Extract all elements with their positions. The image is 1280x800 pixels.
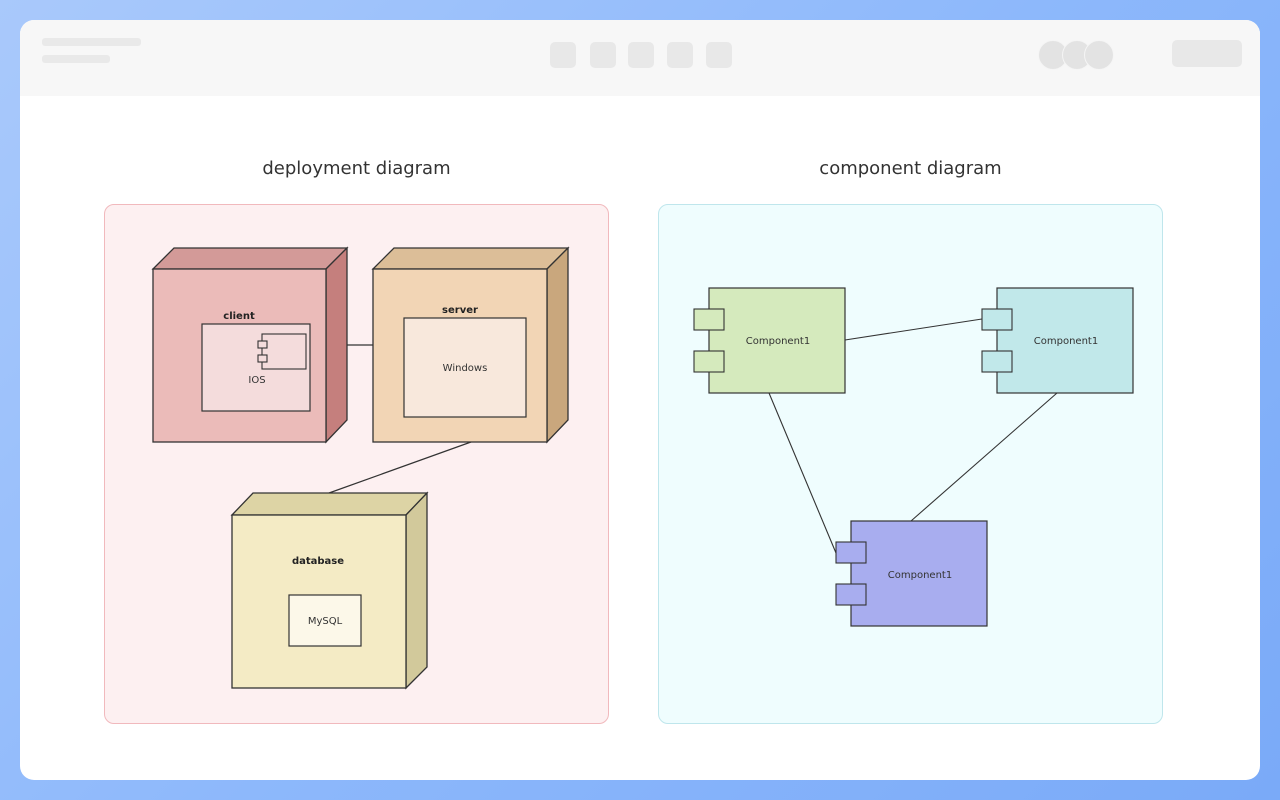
- mysql-label: MySQL: [308, 616, 343, 627]
- server-database-connector: [328, 441, 472, 494]
- server-label: server: [442, 305, 478, 316]
- toolbar-button-4[interactable]: [667, 42, 693, 68]
- database-label: database: [292, 556, 344, 567]
- component-2[interactable]: Component1: [981, 287, 1134, 394]
- toolbar-button-5[interactable]: [706, 42, 732, 68]
- component-port: [693, 350, 725, 373]
- component-1-label: Component1: [746, 336, 810, 347]
- windows-component[interactable]: Windows: [403, 317, 527, 418]
- app-window: deployment diagram component diagram cli…: [20, 20, 1260, 780]
- toolbar-button-1[interactable]: [550, 42, 576, 68]
- component-3[interactable]: Component1: [835, 520, 988, 627]
- component-2-label: Component1: [1034, 336, 1098, 347]
- client-label: client: [223, 311, 255, 322]
- database-node[interactable]: database MySQL: [230, 491, 429, 690]
- deployment-title: deployment diagram: [262, 158, 451, 179]
- c1-c2-connector: [844, 318, 983, 341]
- client-node[interactable]: client IOS: [151, 246, 349, 444]
- component-port: [981, 308, 1013, 331]
- top-toolbar: [20, 20, 1260, 96]
- mysql-component[interactable]: MySQL: [288, 594, 362, 647]
- windows-label: Windows: [443, 363, 488, 374]
- diagram-canvas: client IOS server Windows: [151, 246, 1134, 690]
- title-placeholder: [42, 38, 141, 46]
- component-icon: [261, 333, 307, 370]
- component-title: component diagram: [819, 158, 1002, 179]
- avatar[interactable]: [1084, 40, 1114, 70]
- component-3-label: Component1: [888, 570, 952, 581]
- component-1[interactable]: Component1: [693, 287, 846, 394]
- component-port: [835, 583, 867, 606]
- component-port: [835, 541, 867, 564]
- subtitle-placeholder: [42, 55, 110, 63]
- share-button[interactable]: [1172, 40, 1242, 67]
- component-port: [981, 350, 1013, 373]
- server-node[interactable]: server Windows: [371, 246, 570, 444]
- toolbar-button-3[interactable]: [628, 42, 654, 68]
- ios-label: IOS: [248, 375, 265, 386]
- ios-component[interactable]: IOS: [201, 323, 311, 412]
- toolbar-button-2[interactable]: [590, 42, 616, 68]
- c1-c3-connector: [768, 392, 837, 554]
- component-port: [693, 308, 725, 331]
- c2-c3-connector: [910, 392, 1058, 522]
